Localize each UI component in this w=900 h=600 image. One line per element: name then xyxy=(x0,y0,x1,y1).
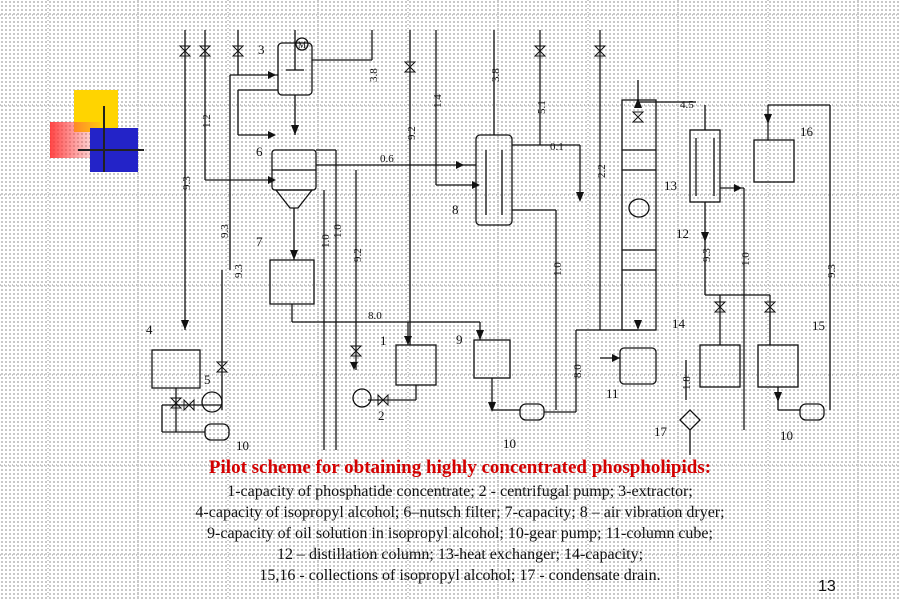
caption-line: 9-capacity of oil solution in isopropyl … xyxy=(207,525,713,542)
condensate-drain-17 xyxy=(679,409,701,431)
pump-5 xyxy=(201,391,223,413)
stream-label-9-3b: 9.3 xyxy=(219,224,231,238)
caption-title: Pilot scheme for obtaining highly concen… xyxy=(208,457,712,478)
stream-label-1-8: 1.8 xyxy=(681,376,693,390)
stream-label-8-0a: 8.0 xyxy=(368,310,382,322)
stream-label-1-0d: 1.0 xyxy=(740,252,752,266)
unit-label-12: 12 xyxy=(676,226,689,241)
stream-label-1-0a: 1.0 xyxy=(320,234,332,248)
stream-label-0-1: 0.1 xyxy=(550,141,564,153)
unit-label-10b: 10 xyxy=(503,436,516,451)
unit-label-6: 6 xyxy=(256,144,263,159)
stream-label-1-4: 1.4 xyxy=(432,94,444,108)
stream-label-1-0b: 1.0 xyxy=(332,224,344,238)
unit-label-16: 16 xyxy=(800,124,814,139)
gear-pump-10c xyxy=(799,403,825,421)
unit-label-17: 17 xyxy=(654,424,668,439)
caption-line: 1-capacity of phosphatide concentrate; 2… xyxy=(227,483,693,500)
stream-label-9-3e: 9.3 xyxy=(826,264,838,278)
stream-label-1-0c: 1.0 xyxy=(552,262,564,276)
column-cube-11 xyxy=(619,347,657,385)
gear-pump-10a xyxy=(204,423,230,441)
unit-label-8: 8 xyxy=(452,202,459,217)
unit-label-1: 1 xyxy=(380,333,387,348)
capacity-7 xyxy=(269,259,315,305)
unit-label-13: 13 xyxy=(664,178,677,193)
motor-label: M xyxy=(298,40,306,50)
process-flow-diagram: 3 6 7 4 5 10 1 2 8 9 10 11 12 13 14 15 1… xyxy=(146,30,838,455)
heat-exchanger-13 xyxy=(689,129,721,203)
unit-label-15: 15 xyxy=(812,318,825,333)
page-number: 13 xyxy=(818,578,836,595)
unit-label-10a: 10 xyxy=(236,438,249,453)
unit-label-2: 2 xyxy=(378,408,385,423)
caption-line: 4-capacity of isopropyl alcohol; 6–nutsc… xyxy=(195,504,725,521)
stream-label-5-1: 5.1 xyxy=(536,100,548,114)
unit-label-5: 5 xyxy=(204,372,211,387)
collection-16 xyxy=(753,139,795,183)
unit-label-11: 11 xyxy=(606,386,619,401)
stream-label-9-3c: 9.3 xyxy=(233,264,245,278)
unit-label-14: 14 xyxy=(672,316,686,331)
stream-label-3-8b: 3.8 xyxy=(490,68,502,82)
distillation-column-12 xyxy=(621,99,657,331)
caption-line: 12 – distillation column; 13-heat exchan… xyxy=(276,546,644,563)
caption-line: 15,16 - collections of isopropyl alcohol… xyxy=(259,567,661,584)
slide-decoration xyxy=(50,90,144,172)
unit-label-10c: 10 xyxy=(780,428,793,443)
stream-label-9-3d: 9.3 xyxy=(701,248,713,262)
unit-label-3: 3 xyxy=(258,42,265,57)
stream-label-8-0b: 8.0 xyxy=(572,364,584,378)
capacity-4 xyxy=(151,349,201,389)
capacity-14 xyxy=(699,344,741,388)
gear-pump-10b xyxy=(519,403,545,421)
air-vibration-dryer-8 xyxy=(475,134,513,226)
motor-icon xyxy=(295,37,309,51)
stream-label-9-3a: 9.3 xyxy=(181,176,193,190)
unit-label-9: 9 xyxy=(456,332,463,347)
capacity-9 xyxy=(473,339,511,379)
centrifugal-pump-2 xyxy=(352,388,372,408)
stream-label-0-6: 0.6 xyxy=(380,153,394,165)
stream-label-1-2: 1.2 xyxy=(201,114,213,128)
collection-15 xyxy=(757,344,799,388)
stream-label-9-2b: 9.2 xyxy=(352,248,364,262)
stream-label-2-2: 2.2 xyxy=(596,164,608,178)
stream-label-4-5: 4.5 xyxy=(680,99,694,111)
unit-label-7: 7 xyxy=(256,234,263,249)
stream-label-9-2a: 9.2 xyxy=(406,126,418,140)
unit-label-4: 4 xyxy=(146,322,153,337)
stream-label-3-8a: 3.8 xyxy=(368,68,380,82)
capacity-1 xyxy=(395,344,437,386)
figure-caption: Pilot scheme for obtaining highly concen… xyxy=(60,455,860,586)
